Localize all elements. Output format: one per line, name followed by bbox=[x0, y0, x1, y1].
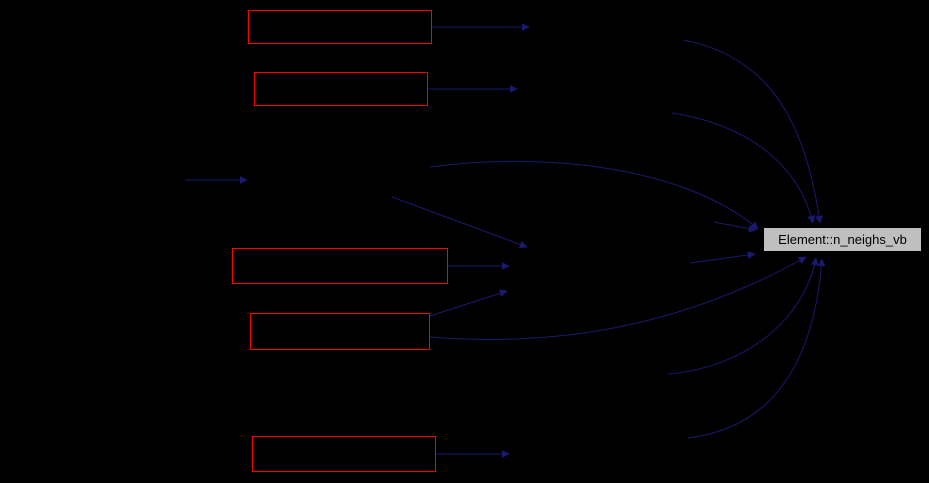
caller-node-box-3[interactable] bbox=[232, 248, 448, 284]
caller-node-box-4[interactable] bbox=[250, 313, 430, 350]
edge-top1-to-node bbox=[682, 39, 823, 224]
edge-box4-to-node bbox=[429, 256, 807, 340]
caller-node-box-5[interactable] bbox=[252, 436, 436, 472]
caller-node-box-1[interactable] bbox=[248, 10, 432, 44]
edge-center-to-node bbox=[429, 160, 759, 230]
edge-center-to-mid bbox=[391, 196, 528, 249]
caller-node-box-2[interactable] bbox=[254, 72, 428, 106]
edge-mid2-to-node bbox=[689, 251, 756, 264]
graph-node-element-n-neighs-vb: Element::n_neighs_vb bbox=[763, 227, 922, 252]
edge-top2-to-node bbox=[671, 112, 816, 224]
edge-bottom2-to-node bbox=[687, 258, 826, 439]
edge-bottom1-to-node bbox=[667, 257, 819, 375]
edge-group bbox=[185, 23, 826, 458]
edge-mid1-to-node bbox=[713, 221, 757, 233]
edge-box4-to-mid bbox=[429, 289, 508, 317]
